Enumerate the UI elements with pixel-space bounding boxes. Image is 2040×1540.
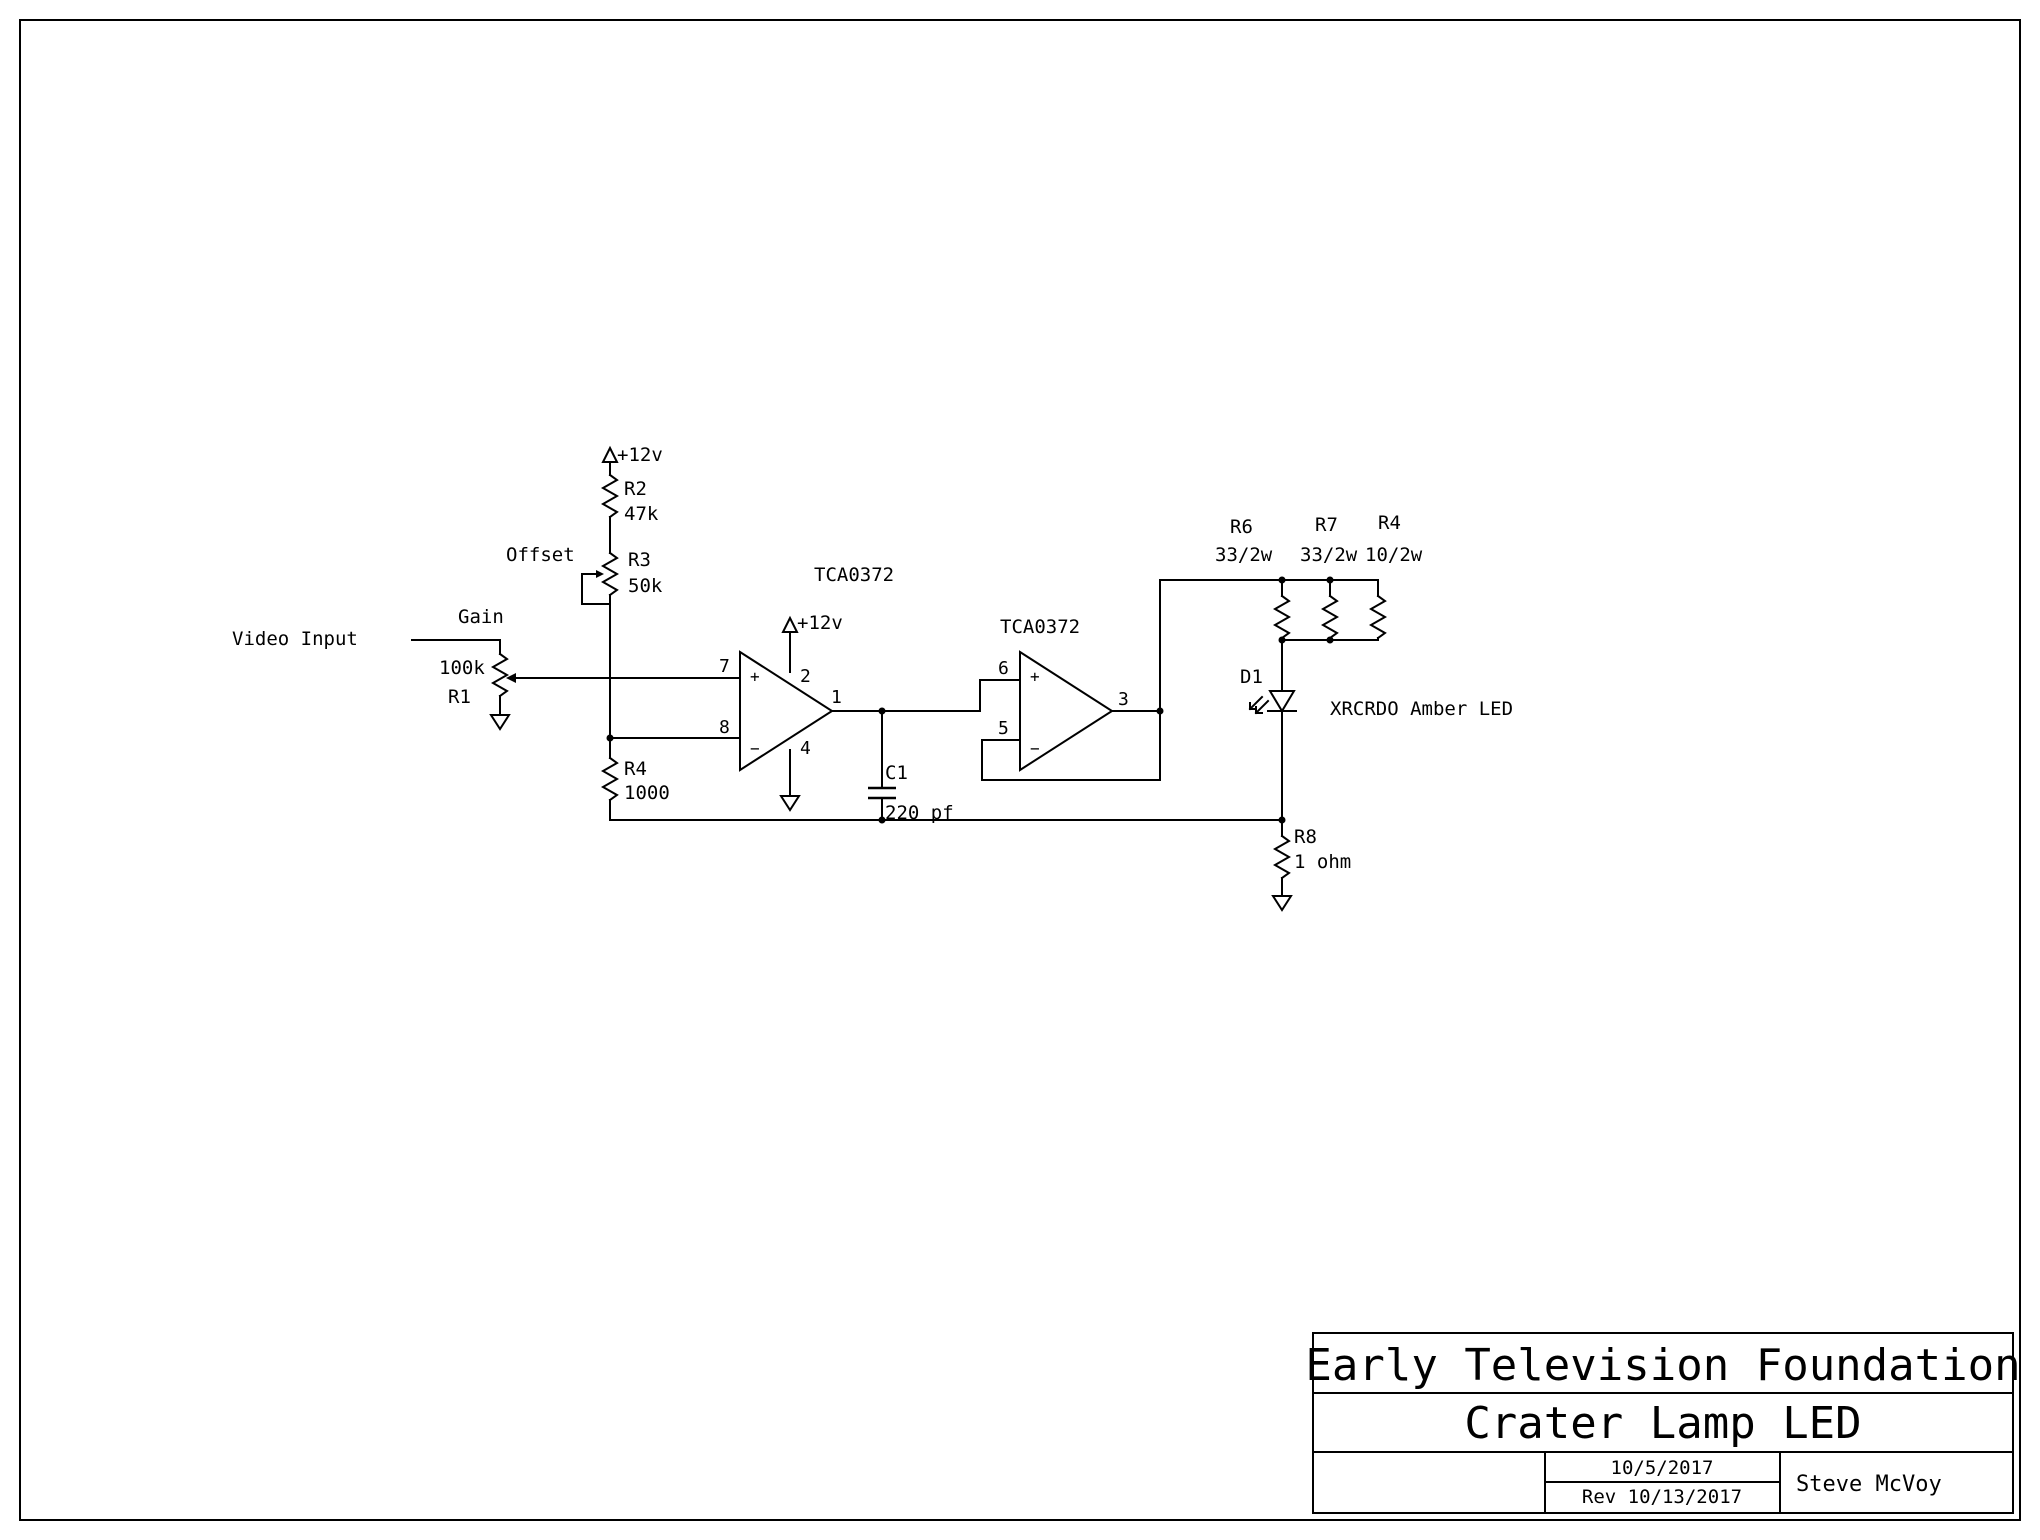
title-block: Early Television Foundation Crater Lamp … [1305, 1332, 2021, 1514]
r2-value: 47k [624, 503, 659, 525]
video-input-label: Video Input [232, 628, 358, 650]
r3-potentiometer [600, 551, 620, 597]
title-block-title: Crater Lamp LED [1464, 1398, 1861, 1449]
d1-led-icon [1248, 690, 1297, 715]
r1-potentiometer [490, 652, 510, 698]
r6-value: 33/2w [1215, 544, 1273, 566]
u2-part-label: TCA0372 [1000, 616, 1080, 638]
sheet-border [19, 19, 2021, 1521]
r7-name: R7 [1315, 514, 1338, 536]
r8-value: 1 ohm [1294, 851, 1351, 873]
r4-left-value: 1000 [624, 782, 670, 804]
u1-pin-8: 8 [719, 717, 730, 738]
r6-resistor [1272, 594, 1292, 640]
r4-right-name: R4 [1378, 512, 1401, 534]
r4-left-name: R4 [624, 758, 647, 780]
r2-resistor [600, 473, 620, 519]
title-block-organization: Early Television Foundation [1305, 1340, 2020, 1391]
r4-left-resistor [600, 756, 620, 802]
r4-right-value: 10/2w [1365, 544, 1423, 566]
gain-label: Gain [458, 606, 504, 628]
offset-label: Offset [506, 544, 575, 566]
r1-name: R1 [448, 686, 471, 708]
u1-part-label: TCA0372 [814, 564, 894, 586]
u2-pin-5: 5 [998, 718, 1009, 739]
u2-pin-3: 3 [1118, 689, 1129, 710]
r7-resistor [1320, 594, 1340, 640]
u2-pin-6: 6 [998, 658, 1009, 679]
title-block-date: 10/5/2017 [1611, 1457, 1714, 1479]
c1-name: C1 [885, 762, 908, 784]
u1-ground-icon [779, 795, 801, 812]
u1-plus-sign: + [750, 667, 760, 686]
supply-top: +12v [601, 444, 663, 466]
supply-opamp [781, 615, 799, 633]
title-block-revision: Rev 10/13/2017 [1582, 1486, 1742, 1508]
r8-ground-icon [1271, 895, 1293, 912]
r6-name: R6 [1230, 516, 1253, 538]
u1-pin-4: 4 [800, 738, 811, 759]
u2-plus-sign: + [1030, 667, 1040, 686]
r1-value: 100k [439, 657, 485, 679]
u1-pin-7: 7 [719, 656, 730, 677]
r4-right-resistor [1368, 594, 1388, 640]
title-block-author: Steve McVoy [1796, 1472, 1942, 1497]
d1-description: XRCRDO Amber LED [1330, 698, 1513, 720]
u2-minus-sign: − [1030, 739, 1040, 758]
r3-value: 50k [628, 575, 663, 597]
r3-name: R3 [628, 549, 651, 571]
d1-name: D1 [1240, 666, 1263, 688]
r7-value: 33/2w [1300, 544, 1358, 566]
supply-opamp-label: +12v [797, 612, 843, 634]
supply-top-label: +12v [617, 444, 663, 466]
u1-minus-sign: − [750, 739, 760, 758]
u1-pin-2: 2 [800, 666, 811, 687]
c1-value: 220 pf [885, 802, 954, 824]
u2-opamp: + − [1019, 650, 1114, 772]
r8-name: R8 [1294, 826, 1317, 848]
r1-ground-icon [489, 714, 511, 731]
u1-pin-1: 1 [831, 687, 842, 708]
u1-opamp: + − [739, 650, 834, 772]
r2-name: R2 [624, 478, 647, 500]
r8-resistor [1272, 834, 1292, 880]
